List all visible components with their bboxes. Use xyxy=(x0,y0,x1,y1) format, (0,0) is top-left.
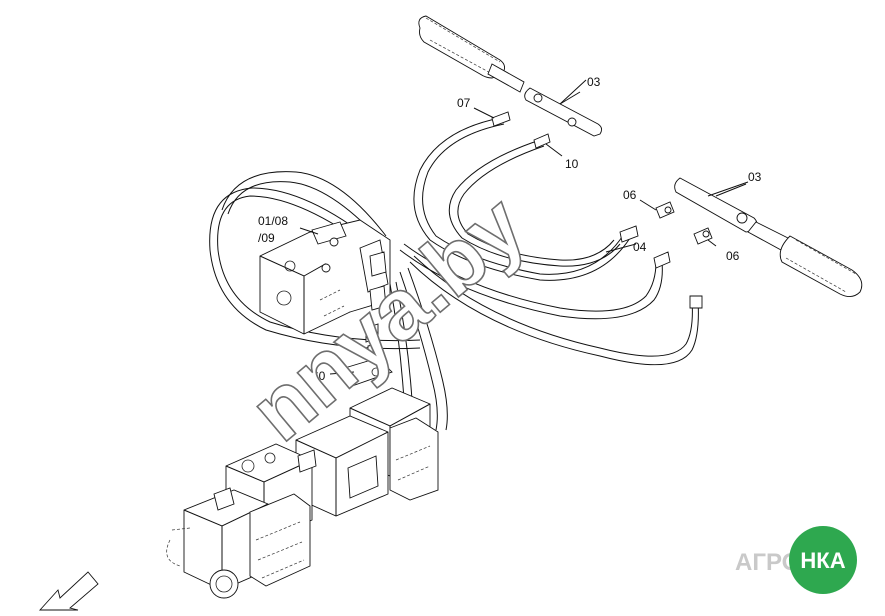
logo-badge xyxy=(789,526,857,594)
callout-01-08: 01/08 xyxy=(258,214,288,228)
upper-cylinder xyxy=(418,15,603,137)
callout-03-upper: 03 xyxy=(587,75,601,89)
direction-arrow-icon xyxy=(38,571,99,611)
callout-09: /09 xyxy=(258,231,275,245)
callout-06-upper: 06 xyxy=(623,188,637,202)
right-cylinder xyxy=(674,177,863,297)
upper-valve-block xyxy=(259,219,391,359)
callout-03-right: 03 xyxy=(748,170,762,184)
callout-10: 10 xyxy=(565,157,579,171)
callout-06-lower: 06 xyxy=(726,249,740,263)
fittings xyxy=(491,111,713,309)
callout-60: 60 xyxy=(312,369,326,383)
agronka-logo: АГРО НКА xyxy=(735,526,857,594)
lower-valve-assembly xyxy=(166,387,439,599)
callout-04: 04 xyxy=(633,240,647,254)
hose-bundle xyxy=(209,117,699,431)
callout-07: 07 xyxy=(457,96,471,110)
bracket-60 xyxy=(329,357,393,387)
leader-lines xyxy=(299,91,747,253)
logo-text-right: НКА xyxy=(800,548,845,573)
